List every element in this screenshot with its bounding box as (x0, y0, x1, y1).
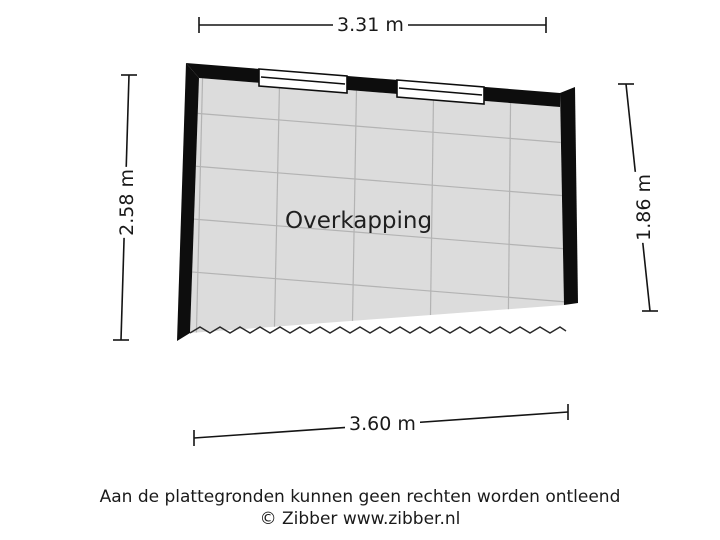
dimension-label-left: 2.58 m (114, 167, 141, 238)
footer-disclaimer: Aan de plattegronden kunnen geen rechten… (99, 487, 621, 507)
wall-right (560, 87, 578, 305)
dimension-label-top: 3.31 m (333, 14, 408, 37)
dimension-label-right: 1.86 m (631, 172, 658, 243)
window-left (258, 68, 348, 94)
wall-left (177, 63, 199, 341)
floor-surface (190, 78, 564, 333)
dimension-label-bottom: 3.60 m (345, 413, 420, 436)
room-label: Overkapping (285, 208, 433, 234)
floor-open-edge (189, 326, 567, 334)
floor-grid (190, 78, 564, 333)
footer-copyright: © Zibber www.zibber.nl (259, 509, 461, 529)
window-right (396, 79, 485, 105)
